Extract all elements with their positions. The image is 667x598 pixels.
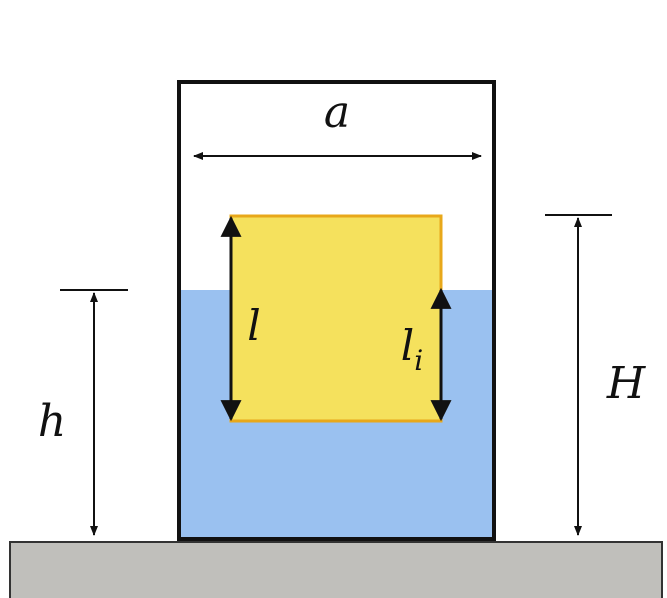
container-height-label: H bbox=[606, 358, 647, 409]
block-length-label: l bbox=[247, 301, 260, 350]
immersed-length-label: li bbox=[401, 321, 423, 377]
immersed-length-subscript: i bbox=[414, 344, 423, 377]
width-label: a bbox=[324, 87, 350, 138]
container bbox=[177, 80, 496, 541]
water-height-label: h bbox=[38, 396, 66, 447]
immersed-length-main: l bbox=[401, 321, 414, 370]
floating-block bbox=[229, 214, 443, 423]
base-platform bbox=[9, 541, 663, 598]
